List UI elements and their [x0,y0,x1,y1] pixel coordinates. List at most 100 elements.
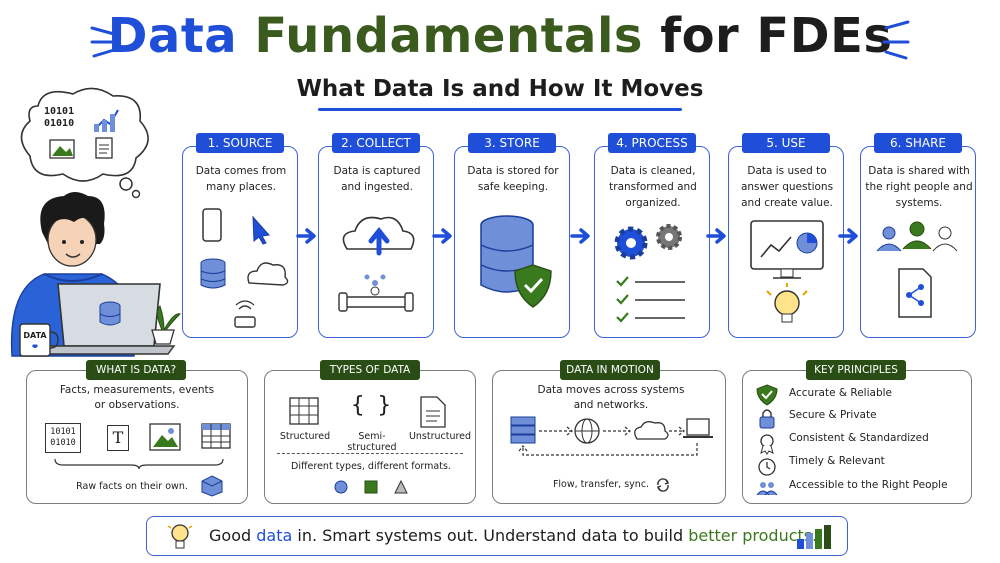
principle-item: Accessible to the Right People [789,479,948,491]
step-label-use: 5. USE [742,133,830,153]
arrow-right-icon [706,228,726,244]
dashboard-monitor-icon [750,220,824,279]
data-in-motion-panel: Data moves across systems and networks. … [492,370,726,504]
step-desc: Data comes from many places. [195,165,287,193]
braces-icon: { } [351,393,391,418]
step-label-store: 3. STORE [468,133,556,153]
principle-item: Accurate & Reliable [789,387,892,399]
lightbulb-icon [167,524,193,549]
structured-table-icon [289,397,319,425]
people-icon [876,221,958,252]
data-flow-diagram [510,416,713,456]
step-store-card: Data is stored for safe keeping. [454,146,570,338]
data-in-motion-desc: Data moves across systems and networks. [537,384,685,411]
step-desc: Data is captured and ingested. [333,165,421,193]
step-desc: Data is used to answer questions and cre… [740,165,834,209]
principle-item: Timely & Relevant [789,455,885,467]
type-semi-structured: Semi-structured [347,431,397,453]
mug-icon [19,323,59,357]
table-icon [201,423,231,449]
arrow-right-icon [432,228,452,244]
step-collect-card: Data is captured and ingested. [318,146,434,338]
what-is-data-panel: Facts, measurements, events or observati… [26,370,248,504]
database-icon [200,258,226,289]
lightbulb-icon [766,283,808,323]
source-icons [200,208,289,328]
text-icon: T [107,425,129,451]
router-icon [234,300,256,328]
server-icon [510,416,536,444]
step-share-card: Data is shared with the right people and… [860,146,976,338]
cursor-icon [252,215,270,245]
data-in-motion-footer: Flow, transfer, sync. [552,479,650,490]
use-icons [750,220,824,323]
shapes-icon [334,479,408,494]
key-principles-panel: Accurate & Reliable Secure & Private Con… [742,370,972,504]
step-process-card: Data is cleaned, transformed and organiz… [594,146,710,338]
sparkle-left-icon [90,26,118,58]
type-structured: Structured [279,431,331,442]
globe-icon [574,418,600,444]
step-label-source: 1. SOURCE [196,133,284,153]
document-icon [420,396,446,428]
arrow-right-icon [570,228,590,244]
image-icon [149,423,181,451]
sparkle-right-icon [882,20,910,60]
what-is-data-footer: Raw facts on their own. [76,481,188,492]
bottom-banner: Good data in. Smart systems out. Underst… [146,516,848,556]
ingest-pipe-icon [338,274,414,312]
gear-gray-icon [656,224,682,250]
step-label-process: 4. PROCESS [608,133,696,153]
what-is-data-label: WHAT IS DATA? [86,360,186,380]
brace-line [54,458,224,470]
step-label-share: 6. SHARE [874,133,962,153]
cloud-icon [634,421,669,440]
thought-bubble [20,87,149,199]
subtitle-underline [318,108,682,111]
step-desc: Data is stored for safe keeping. [467,165,559,193]
principle-item: Consistent & Standardized [789,432,929,444]
arrow-right-icon [296,228,316,244]
thought-binary: 10101 01010 [44,106,75,129]
person-at-laptop-illustration [10,192,181,357]
cube-icon [201,475,223,497]
lock-icon [759,409,775,429]
collect-icons [338,216,415,312]
gear-blue-icon [614,226,648,260]
step-desc: Data is cleaned, transformed and organiz… [609,165,697,209]
mug-label: DATA [23,331,47,340]
dashed-divider [277,453,463,454]
group-icon [756,482,778,496]
binary-icon: 10101 01010 [45,423,81,453]
store-icons [480,215,552,308]
checklist-icon [616,276,685,323]
arrow-right-icon [838,228,858,244]
phone-icon [202,208,222,242]
what-is-data-desc: Facts, measurements, events or observati… [59,384,215,411]
page-subtitle: What Data Is and How It Moves [296,76,704,102]
step-source-card: Data comes from many places. [182,146,298,338]
share-icons [876,221,958,318]
shield-icon [756,384,778,406]
clock-icon [758,458,776,476]
laptop-code-icon [683,418,713,438]
banner-text: Good data in. Smart systems out. Underst… [209,526,818,545]
bar-chart-icon [797,525,831,549]
badge-icon [760,434,774,455]
types-of-data-label: TYPES OF DATA [320,360,420,380]
step-use-card: Data is used to answer questions and cre… [728,146,844,338]
shared-document-icon [898,268,932,318]
sync-icon [656,478,670,492]
principle-item: Secure & Private [789,409,877,421]
step-desc: Data is shared with the right people and… [865,165,973,209]
page-title: Data Fundamentals for FDEs [107,8,893,64]
step-label-collect: 2. COLLECT [332,133,420,153]
types-of-data-panel: { } Structured Semi-structured Unstructu… [264,370,476,504]
types-footer: Different types, different formats. [291,461,451,472]
key-principles-label: KEY PRINCIPLES [806,360,906,380]
shield-check-icon [514,264,552,308]
data-in-motion-label: DATA IN MOTION [560,360,660,380]
type-unstructured: Unstructured [408,431,472,442]
process-icons [614,224,685,323]
principle-icons [756,384,778,496]
